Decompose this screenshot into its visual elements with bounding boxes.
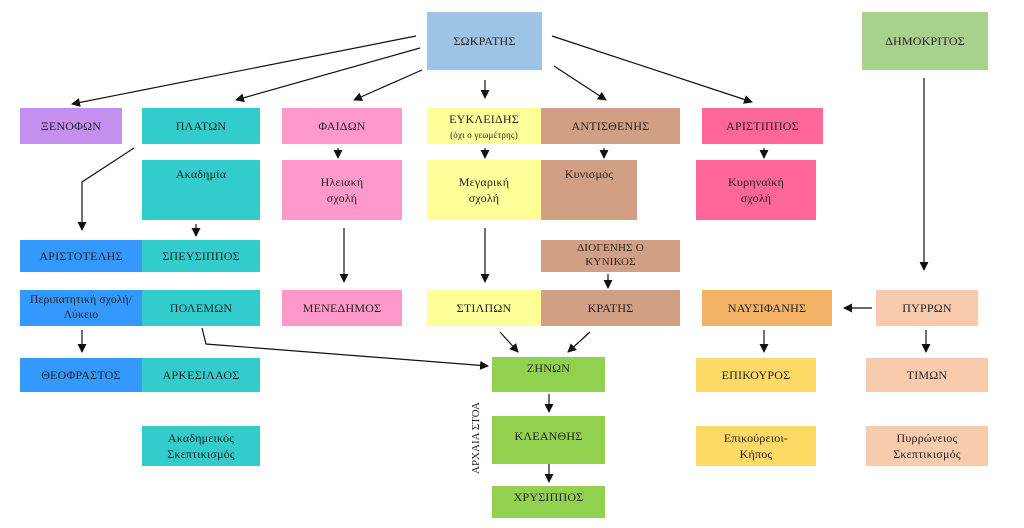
arrow-socrates-phaedon xyxy=(353,69,423,101)
node-phaedon: ΦΑΙΔΩΝ xyxy=(282,108,402,144)
node-aristippus: ΑΡΙΣΤΙΠΠΟΣ xyxy=(702,108,823,144)
node-academic-skepticism: Ακαδημεικός Σκεπτικισμός xyxy=(142,426,260,466)
node-cleanthes: ΚΛΕΑΝΘΗΣ xyxy=(492,416,605,464)
node-menedemus: ΜΕΝΕΔΗΜΟΣ xyxy=(282,290,402,326)
node-platon: ΠΛΑΤΩΝ xyxy=(142,108,260,144)
node-timon: ΤΙΜΩΝ xyxy=(866,358,988,392)
node-speusippus: ΣΠΕΥΣΙΠΠΟΣ xyxy=(142,240,260,272)
arrow-crates-zenon xyxy=(567,331,591,353)
node-democritus: ΔΗΜΟΚΡΙΤΟΣ xyxy=(862,12,988,70)
node-cyrenaic: Κυρηναϊκή σχολή xyxy=(696,160,816,220)
node-megarian: Μεγαρική σχολή xyxy=(427,160,541,220)
label-ancient-stoa: ΑΡΧΑΙΑ ΣΤΟΑ xyxy=(470,402,482,474)
node-epicurus: ΕΠΙΚΟΥΡΟΣ xyxy=(696,358,816,392)
arrow-stilpon-zenon xyxy=(499,331,519,353)
node-euclid: ΕΥΚΛΕΙΔΗΣ (όχι ο γεωμέτρης) xyxy=(427,108,541,144)
node-epicurean-garden: Επικούρειοι-Κήπος xyxy=(696,426,816,466)
node-theophrastus: ΘΕΟΦΡΑΣΤΟΣ xyxy=(20,358,142,392)
node-pyrrhonian-skepticism: Πυρρώνειος Σκεπτικισμός xyxy=(866,426,988,466)
arrow-socrates-aristippus xyxy=(551,35,753,104)
arrow-socrates-xenophon xyxy=(71,35,417,107)
node-arcesilaus: ΑΡΚΕΣΙΛΑΟΣ xyxy=(142,358,260,392)
node-aristotle: ΑΡΙΣΤΟΤΕΛΗΣ xyxy=(20,240,142,272)
node-polemon: ΠΟΛΕΜΩΝ xyxy=(142,290,260,326)
node-euclid-note: (όχι ο γεωμέτρης) xyxy=(450,129,518,140)
node-diogenes: ΔΙΟΓΕΝΗΣ Ο ΚΥΝΙΚΟΣ xyxy=(541,240,680,272)
node-elian: Ηλειακή σχολή xyxy=(282,160,402,220)
arrow-platon-aristotle xyxy=(77,147,135,231)
node-antisthenes: ΑΝΤΙΣΘΕΝΗΣ xyxy=(541,108,680,144)
node-socrates: ΣΩΚΡΑΤΗΣ xyxy=(427,12,542,70)
arrow-socrates-antisthenes xyxy=(553,65,607,101)
node-euclid-label: ΕΥΚΛΕΙΔΗΣ xyxy=(449,112,519,127)
node-chrysippus: ΧΡΥΣΙΠΠΟΣ xyxy=(492,486,605,518)
node-zenon: ΖΗΝΩΝ xyxy=(492,357,605,392)
node-pyrrhon: ΠΥΡΡΩΝ xyxy=(876,290,978,326)
node-peripatetic: Περιπατητική σχολή/Λύκειο xyxy=(20,290,142,326)
node-nausiphanes: ΝΑΥΣΙΦΑΝΗΣ xyxy=(702,290,832,326)
node-academy: Ακαδημία xyxy=(142,160,260,220)
arrow-socrates-platon xyxy=(235,47,421,103)
node-stilpon: ΣΤΙΛΠΩΝ xyxy=(427,290,541,326)
node-cynicism: Κυνισμός xyxy=(541,160,637,220)
node-xenophon: ΞΕΝΟΦΩΝ xyxy=(20,108,122,144)
node-crates: ΚΡΑΤΗΣ xyxy=(541,290,680,326)
